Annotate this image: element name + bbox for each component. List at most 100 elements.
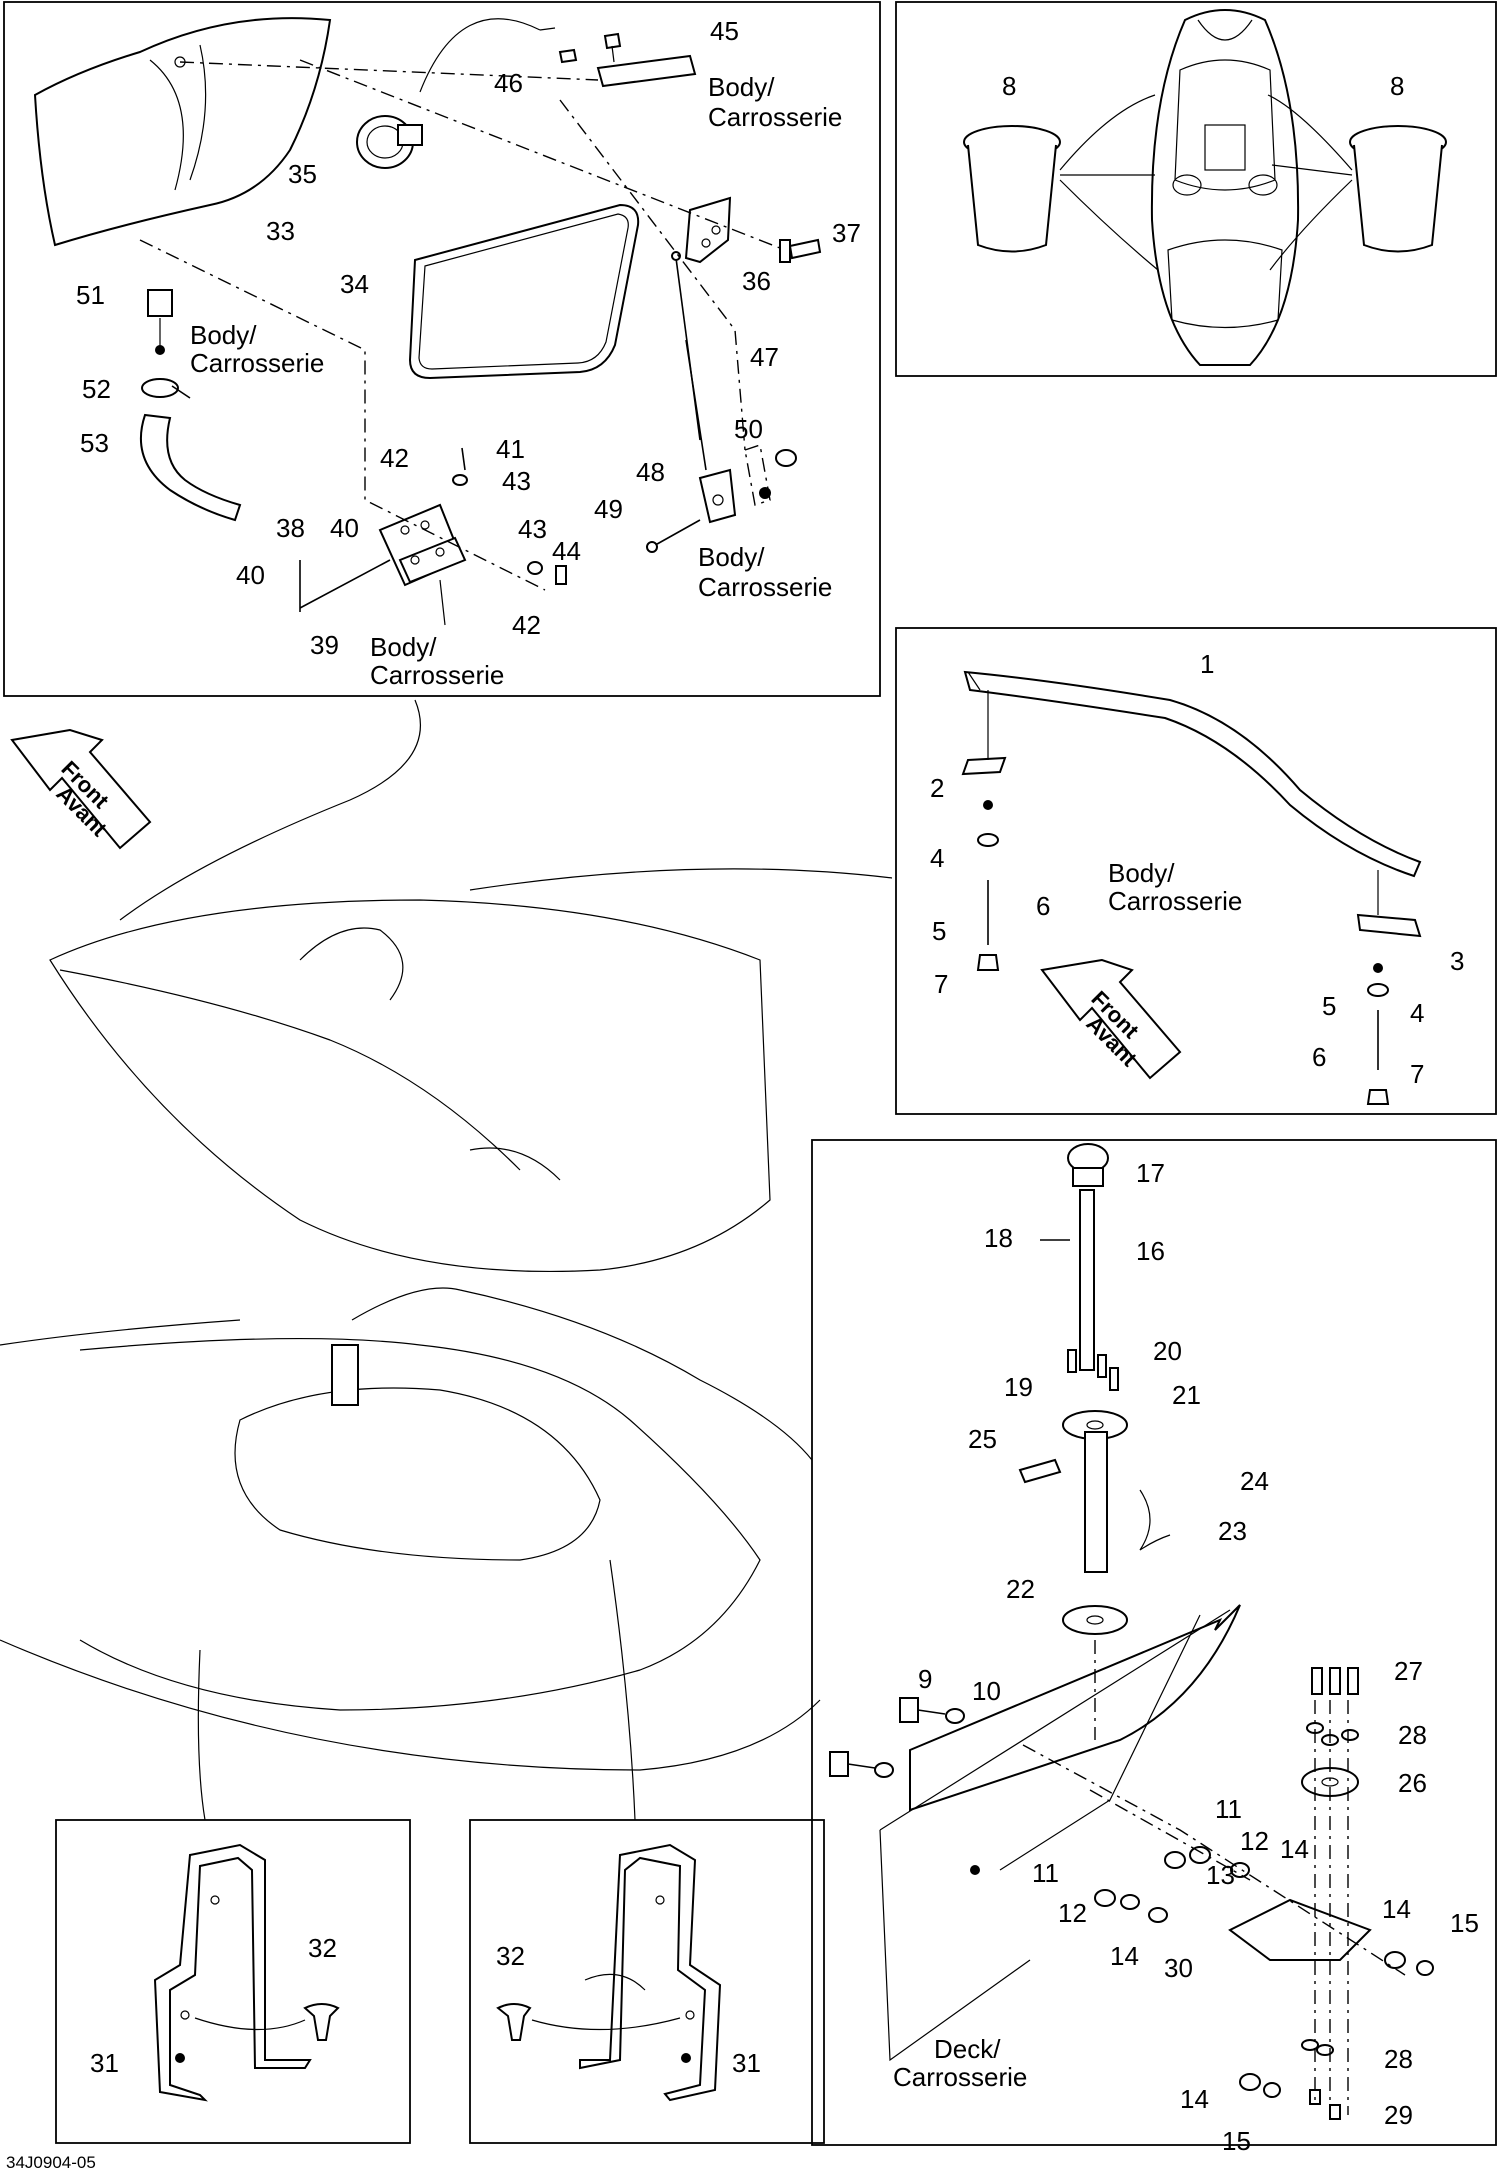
callout-29: 29 bbox=[1384, 2100, 1413, 2130]
callout-47: 47 bbox=[750, 342, 779, 372]
callout-14c: 14 bbox=[1382, 1894, 1411, 1924]
front-arrow-left: Front Avant bbox=[10, 728, 152, 850]
callout-23: 23 bbox=[1218, 1516, 1247, 1546]
callout-4a: 4 bbox=[930, 843, 944, 873]
callout-37: 37 bbox=[832, 218, 861, 248]
callout-38: 38 bbox=[276, 513, 305, 543]
body-label-en: Body/ bbox=[370, 632, 437, 662]
callout-44: 44 bbox=[552, 536, 581, 566]
body-label-fr: Carrosserie bbox=[370, 660, 504, 690]
body-label-fr: Carrosserie bbox=[708, 102, 842, 132]
callout-1: 1 bbox=[1200, 649, 1214, 679]
drawing-code: 34J0904-05 bbox=[6, 2153, 96, 2172]
callout-28b: 28 bbox=[1384, 2044, 1413, 2074]
callout-14d: 14 bbox=[1180, 2084, 1209, 2114]
callout-46: 46 bbox=[494, 68, 523, 98]
callout-15a: 15 bbox=[1450, 1908, 1479, 1938]
callout-51: 51 bbox=[76, 280, 105, 310]
callout-14b: 14 bbox=[1110, 1941, 1139, 1971]
callout-32a: 32 bbox=[308, 1933, 337, 1963]
body-label-fr: Carrosserie bbox=[698, 572, 832, 602]
callout-6a: 6 bbox=[1036, 891, 1050, 921]
callout-8b: 8 bbox=[1390, 71, 1404, 101]
callout-11b: 11 bbox=[1032, 1858, 1059, 1888]
callout-30: 30 bbox=[1164, 1953, 1193, 1983]
frame-table-post bbox=[811, 1139, 1497, 2146]
callout-43b: 43 bbox=[518, 514, 547, 544]
lock-part bbox=[356, 115, 423, 169]
engine-cover-panel bbox=[33, 17, 822, 626]
callout-43a: 43 bbox=[502, 466, 531, 496]
callout-24: 24 bbox=[1240, 1466, 1269, 1496]
callout-10: 10 bbox=[972, 1676, 1001, 1706]
callout-53: 53 bbox=[80, 428, 109, 458]
cup-holder-panel bbox=[963, 9, 1447, 366]
callout-21: 21 bbox=[1172, 1380, 1201, 1410]
callout-19: 19 bbox=[1004, 1372, 1033, 1402]
callout-39: 39 bbox=[310, 630, 339, 660]
section-right bbox=[496, 1843, 722, 2102]
callout-7a: 7 bbox=[934, 969, 948, 999]
boat-illustrations bbox=[0, 699, 893, 1821]
callout-4b: 4 bbox=[1410, 998, 1424, 1028]
body-label-en: Body/ bbox=[698, 542, 765, 572]
body-label-en: Body/ bbox=[190, 320, 257, 350]
callout-45: 45 bbox=[710, 16, 739, 46]
section-left bbox=[153, 1843, 340, 2102]
callout-5b: 5 bbox=[1322, 991, 1336, 1021]
callout-50: 50 bbox=[734, 414, 763, 444]
body-label-fr: Carrosserie bbox=[190, 348, 324, 378]
callout-8a: 8 bbox=[1002, 71, 1016, 101]
callout-12a: 12 bbox=[1240, 1826, 1269, 1856]
callout-12b: 12 bbox=[1058, 1898, 1087, 1928]
callout-5a: 5 bbox=[932, 916, 946, 946]
frame-section-left bbox=[55, 1819, 411, 2144]
deck-label-en: Deck/ bbox=[934, 2034, 1001, 2064]
callout-31b: 31 bbox=[732, 2048, 761, 2078]
frame-cup-holders bbox=[895, 1, 1497, 377]
callout-25: 25 bbox=[968, 1424, 997, 1454]
callout-numbers: 1 2 3 4 4 5 5 6 6 7 7 8 8 9 10 11 11 12 … bbox=[76, 16, 1479, 2156]
body-label-en: Body/ bbox=[1108, 858, 1175, 888]
frame-rail bbox=[895, 627, 1497, 1115]
callout-32b: 32 bbox=[496, 1941, 525, 1971]
assembly-labels: Body/ Carrosserie Body/ Carrosserie Body… bbox=[190, 72, 1242, 2092]
callout-41: 41 bbox=[496, 434, 525, 464]
callout-14a: 14 bbox=[1280, 1834, 1309, 1864]
callout-15b: 15 bbox=[1222, 2126, 1251, 2156]
callout-48: 48 bbox=[636, 457, 665, 487]
callout-22: 22 bbox=[1006, 1574, 1035, 1604]
rail-panel bbox=[961, 670, 1422, 1105]
callout-7b: 7 bbox=[1410, 1059, 1424, 1089]
callout-40b: 40 bbox=[236, 560, 265, 590]
callout-27: 27 bbox=[1394, 1656, 1423, 1686]
callout-20: 20 bbox=[1153, 1336, 1182, 1366]
deck-label-fr: Carrosserie bbox=[893, 2062, 1027, 2092]
callout-9: 9 bbox=[918, 1664, 932, 1694]
body-label-fr: Carrosserie bbox=[1108, 886, 1242, 916]
table-post-panel bbox=[829, 1143, 1434, 2120]
callout-40a: 40 bbox=[330, 513, 359, 543]
front-arrow-right: Front Avant bbox=[1040, 958, 1182, 1080]
callout-11a: 11 bbox=[1215, 1794, 1242, 1824]
callout-34: 34 bbox=[340, 269, 369, 299]
callout-49: 49 bbox=[594, 494, 623, 524]
callout-31a: 31 bbox=[90, 2048, 119, 2078]
callout-35: 35 bbox=[288, 159, 317, 189]
callout-28a: 28 bbox=[1398, 1720, 1427, 1750]
callout-33: 33 bbox=[266, 216, 295, 246]
callout-26: 26 bbox=[1398, 1768, 1427, 1798]
callout-52: 52 bbox=[82, 374, 111, 404]
callout-2: 2 bbox=[930, 773, 944, 803]
callout-13: 13 bbox=[1206, 1860, 1235, 1890]
callout-42a: 42 bbox=[380, 443, 409, 473]
callout-36: 36 bbox=[742, 266, 771, 296]
callout-16: 16 bbox=[1136, 1236, 1165, 1266]
callout-3: 3 bbox=[1450, 946, 1464, 976]
callout-18: 18 bbox=[984, 1223, 1013, 1253]
callout-17: 17 bbox=[1136, 1158, 1165, 1188]
frame-engine-cover bbox=[3, 1, 881, 697]
callout-6b: 6 bbox=[1312, 1042, 1326, 1072]
body-label-en: Body/ bbox=[708, 72, 775, 102]
